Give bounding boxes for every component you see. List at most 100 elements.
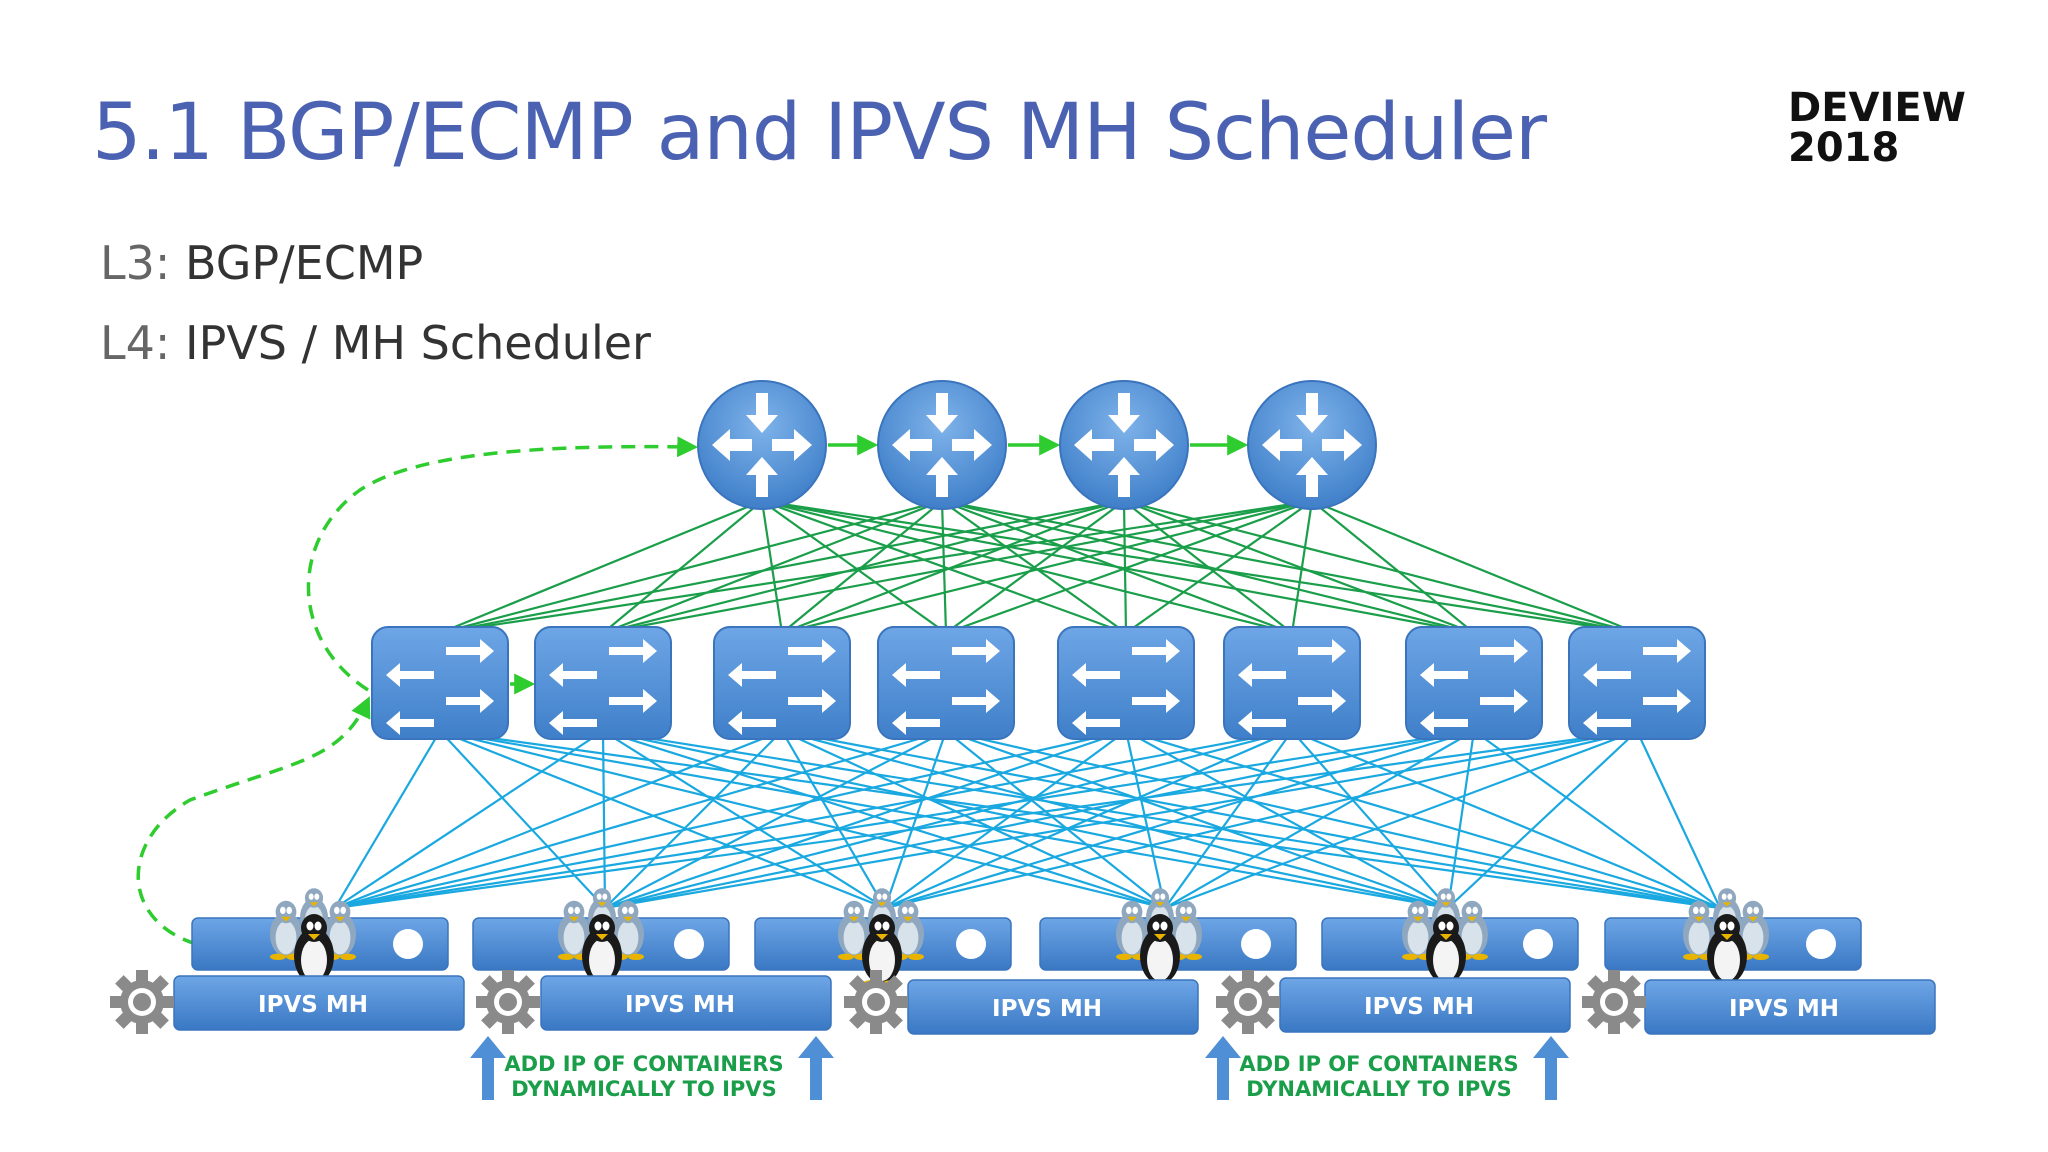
tux-icon: [294, 914, 334, 988]
switch-host-link: [884, 729, 1475, 910]
note-line2: DYNAMICALLY TO IPVS: [511, 1077, 776, 1101]
switch-host-link: [439, 729, 1721, 910]
bullet-l3-prefix: L3:: [100, 236, 171, 290]
switch-icon: [371, 626, 509, 740]
router-switch-link: [945, 499, 1313, 635]
router-switch-link: [940, 500, 948, 634]
note-line1: ADD IP OF CONTAINERS: [1239, 1052, 1518, 1076]
switch-host-link: [781, 730, 886, 909]
switch-host-link: [334, 730, 441, 909]
switch-host-link: [334, 729, 783, 910]
gear-icon: [844, 970, 908, 1034]
switch-host-link: [604, 730, 947, 909]
router-switch-link: [941, 499, 1638, 635]
tux-icon: [1683, 900, 1715, 960]
tux-icon: [582, 914, 622, 988]
note-line1: ADD IP OF CONTAINERS: [504, 1052, 783, 1076]
bullet-l3-text: BGP/ECMP: [185, 236, 424, 290]
switch-host-link: [1164, 730, 1293, 909]
router-switch-link: [1122, 500, 1128, 634]
tux-icon: [838, 900, 870, 960]
router-switch-link: [439, 499, 1125, 635]
switch-host-link: [884, 730, 1127, 909]
router-icon: [877, 380, 1007, 510]
switch-host-link: [334, 730, 604, 909]
slide-title: 5.1 BGP/ECMP and IPVS MH Scheduler: [92, 88, 1547, 178]
container-penguins: [838, 888, 924, 988]
switch-host-link: [439, 730, 606, 909]
up-arrow-icon: [470, 1036, 506, 1100]
switch-host-link: [601, 730, 607, 909]
switch-host-link: [1473, 730, 1721, 909]
switch-host-link: [334, 729, 1127, 910]
switch-host-link: [439, 729, 1166, 910]
gear-icon: [1582, 970, 1646, 1034]
router-switch-link: [1123, 500, 1293, 634]
switch-host-link: [604, 730, 783, 909]
bullet-l4-prefix: L4:: [100, 316, 171, 370]
bullet-l4: L4: IPVS / MH Scheduler: [100, 316, 651, 370]
router-switch-link: [439, 499, 943, 635]
bullet-l4-text: IPVS / MH Scheduler: [185, 316, 651, 370]
switch-icon: [713, 626, 851, 740]
router-icon: [1247, 380, 1377, 510]
switch-host-link: [602, 729, 1449, 910]
bgp-announce-path: [136, 434, 1249, 946]
switch-host-link: [604, 729, 1293, 910]
host-row: IPVS MH IPVS MH IPVS MH IPVS MH IPVS MH: [110, 888, 1936, 1035]
router-switch-link: [1125, 500, 1313, 634]
host-label: IPVS MH: [1364, 994, 1474, 1020]
switch-host-link: [334, 729, 1293, 910]
router-switch-link: [602, 500, 763, 634]
switch-host-link: [602, 729, 1721, 910]
up-arrow-icon: [1205, 1036, 1241, 1100]
switch-host-link: [602, 729, 1166, 910]
switch-host-link: [1291, 730, 1449, 909]
switch-host-link: [1447, 730, 1638, 909]
switch-icon: [534, 626, 672, 740]
host-ipvs-bar: IPVS MH: [907, 979, 1199, 1035]
switch-icon: [1568, 626, 1706, 740]
switch-icon: [1405, 626, 1543, 740]
tux-icon: [324, 900, 356, 960]
host-label: IPVS MH: [1729, 996, 1839, 1022]
switch-host-link: [334, 729, 947, 910]
switch-host-link: [439, 729, 886, 910]
router-switch-link: [761, 499, 1293, 635]
container-penguins: [270, 888, 356, 988]
switch-host-link: [439, 729, 1449, 910]
switch-host-link: [1164, 729, 1638, 910]
switch-icon: [877, 626, 1015, 740]
tux-icon: [270, 900, 302, 960]
switch-host-link: [334, 729, 1475, 910]
logo-line1: DEVIEW: [1788, 85, 1966, 131]
switch-host-link: [604, 729, 1475, 910]
switch-row: [371, 626, 1706, 740]
switch-host-link: [945, 729, 1449, 910]
router-switch-link: [1311, 499, 1638, 635]
switch-host-link: [334, 729, 1638, 910]
router-switch-links: [439, 499, 1638, 635]
switch-host-link: [1636, 730, 1721, 909]
host-label: IPVS MH: [625, 992, 735, 1018]
tux-icon: [612, 900, 644, 960]
switch-host-link: [945, 729, 1721, 910]
logo-line2: 2018: [1788, 125, 1900, 171]
host-ipvs-bar: IPVS MH: [173, 975, 465, 1031]
switch-host-link: [884, 729, 1293, 910]
switch-host-link: [602, 730, 886, 909]
router-switch-link: [1123, 499, 1638, 635]
gear-icon: [110, 970, 174, 1034]
router-switch-link: [945, 500, 1125, 634]
switch-host-link: [1291, 729, 1721, 910]
host-label: IPVS MH: [258, 992, 368, 1018]
switch-icon: [1223, 626, 1361, 740]
switch-host-link: [1125, 729, 1721, 910]
router-icon: [1059, 380, 1189, 510]
router-switch-link: [602, 499, 1313, 635]
host-ipvs-bar: IPVS MH: [1279, 977, 1571, 1033]
switch-host-link: [883, 730, 948, 909]
